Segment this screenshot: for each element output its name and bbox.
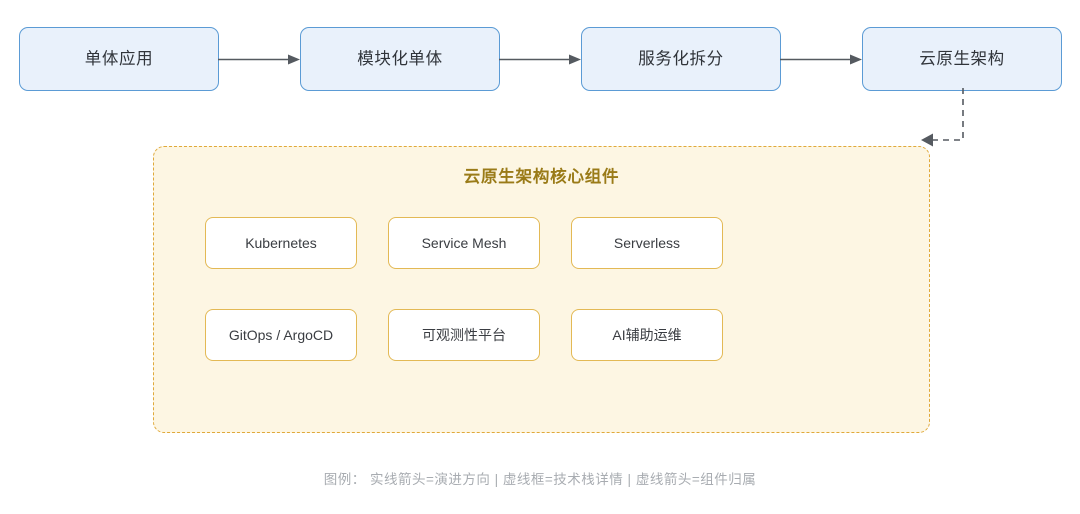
- component-chip-ai-assisted-ops[interactable]: AI辅助运维: [571, 309, 723, 361]
- stage-box-cloud-native[interactable]: 云原生架构: [862, 27, 1062, 91]
- stage-label: 云原生架构: [919, 49, 1005, 68]
- solid-arrow-2: [499, 53, 581, 66]
- component-chip-serverless[interactable]: Serverless: [571, 217, 723, 269]
- component-chip-label: AI辅助运维: [612, 327, 682, 343]
- stage-label: 单体应用: [84, 49, 154, 68]
- solid-arrow-1: [218, 53, 300, 66]
- component-chip-gitops-argocd[interactable]: GitOps / ArgoCD: [205, 309, 357, 361]
- component-chip-label: Service Mesh: [421, 235, 507, 251]
- stage-box-monolith[interactable]: 单体应用: [19, 27, 219, 91]
- component-chip-label: GitOps / ArgoCD: [228, 327, 334, 343]
- component-chip-kubernetes[interactable]: Kubernetes: [205, 217, 357, 269]
- component-chip-observability-platform[interactable]: 可观测性平台: [388, 309, 540, 361]
- dashed-elbow-arrow: [900, 88, 980, 148]
- component-chip-service-mesh[interactable]: Service Mesh: [388, 217, 540, 269]
- stage-label: 服务化拆分: [638, 49, 724, 68]
- stage-label: 模块化单体: [357, 49, 443, 68]
- detail-panel-title: 云原生架构核心组件: [463, 168, 620, 186]
- component-chip-label: 可观测性平台: [422, 327, 506, 343]
- solid-arrow-3: [780, 53, 862, 66]
- legend-caption: 图例： 实线箭头=演进方向 | 虚线框=技术栈详情 | 虚线箭头=组件归属: [323, 472, 757, 487]
- stage-box-modular-monolith[interactable]: 模块化单体: [300, 27, 500, 91]
- stage-box-service-decomposition[interactable]: 服务化拆分: [581, 27, 781, 91]
- component-chip-label: Kubernetes: [245, 235, 317, 251]
- detail-panel: 云原生架构核心组件 Kubernetes Service Mesh Server…: [153, 146, 930, 433]
- component-chip-label: Serverless: [613, 235, 681, 251]
